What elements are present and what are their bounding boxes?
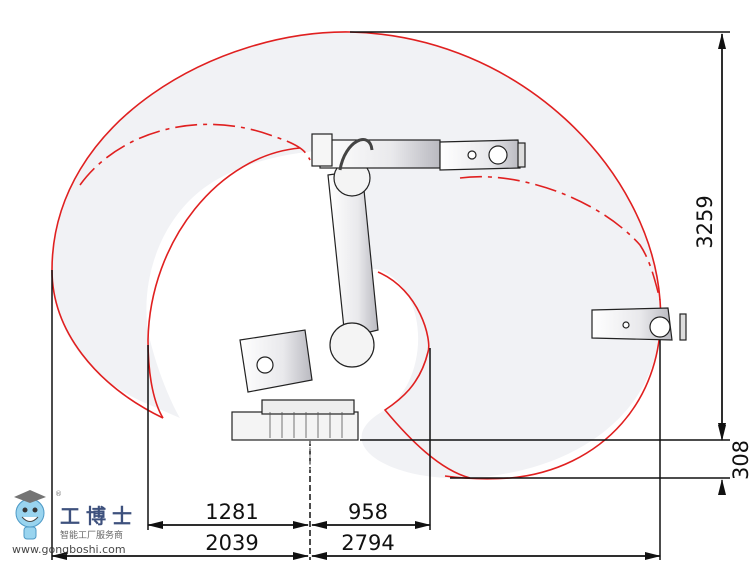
inner-reach-arc (147, 147, 301, 419)
dim-label-3259: 3259 (693, 195, 717, 248)
dim-label-308: 308 (729, 440, 753, 480)
dim-label-2794: 2794 (341, 531, 394, 555)
wrist-center-arc-right (459, 175, 661, 301)
outer-reach-arc (51, 31, 662, 479)
dim-label-1281: 1281 (205, 500, 258, 524)
dim-label-2039: 2039 (205, 531, 258, 555)
lower-inner-arc (377, 271, 471, 479)
dimension-lines (51, 31, 730, 560)
robot-upper-arm (319, 139, 441, 169)
robot-base (231, 411, 359, 441)
watermark-subtitle: 智能工厂服务商 (60, 529, 123, 541)
dim-label-958: 958 (348, 500, 388, 524)
outer-left-lower-arc (51, 269, 164, 419)
watermark-title: 工博士 (60, 504, 138, 528)
robot-wrist-extended (591, 307, 687, 341)
registered-mark: ® (55, 490, 62, 498)
robot-wrist (439, 139, 521, 171)
robot-counterweight (239, 329, 313, 393)
mascot-icon (14, 490, 46, 540)
robot-shoulder-joint (329, 322, 375, 368)
watermark-url: www.gongboshi.com (12, 543, 126, 556)
wrist-center-arc (79, 123, 311, 186)
robot-illustration (231, 133, 526, 470)
watermark: 工博士 ® 智能工厂服务商 www.gongboshi.com (12, 490, 138, 556)
